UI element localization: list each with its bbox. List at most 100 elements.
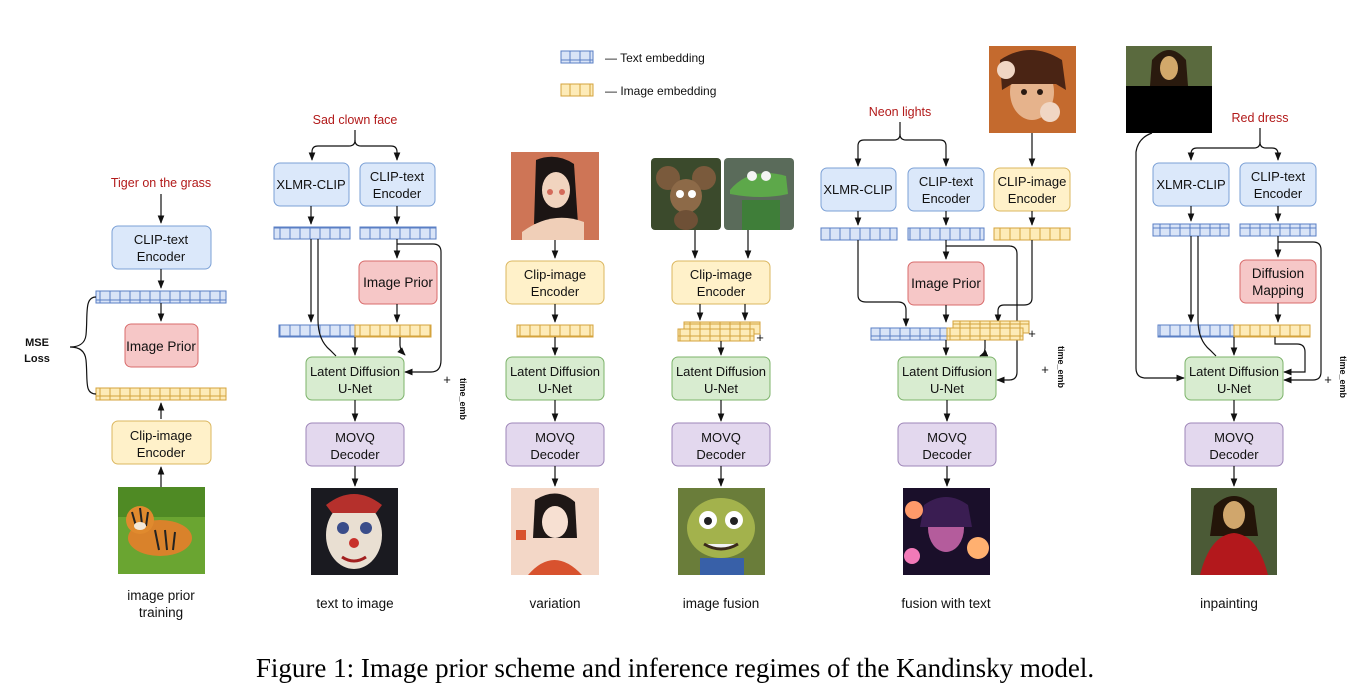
image-embedding-vector <box>516 324 594 338</box>
svg-text:Image Prior: Image Prior <box>363 275 433 290</box>
prompt-text: Sad clown face <box>313 113 398 127</box>
caption-text-to-image: text to image <box>316 596 393 611</box>
tiger-photo <box>118 487 205 574</box>
svg-text:Encoder: Encoder <box>373 186 422 201</box>
image-embedding-vector <box>95 387 227 401</box>
text-embedding-concat <box>870 327 948 341</box>
svg-text:Decoder: Decoder <box>530 447 580 462</box>
svg-text:MSE: MSE <box>25 337 49 349</box>
svg-text:Clip-image: Clip-image <box>524 267 586 282</box>
svg-text:Latent Diffusion: Latent Diffusion <box>676 364 766 379</box>
image-embedding-concat <box>1233 324 1311 338</box>
svg-text:CLIP-text: CLIP-text <box>370 169 425 184</box>
svg-text:Diffusion: Diffusion <box>1252 266 1304 281</box>
prompt-text: Tiger on the grass <box>111 176 211 190</box>
svg-text:Encoder: Encoder <box>1008 191 1057 206</box>
image-embedding-vector-2 <box>677 328 755 342</box>
svg-text:XLMR-CLIP: XLMR-CLIP <box>276 177 345 192</box>
woman-painting <box>511 152 599 240</box>
svg-text:Decoder: Decoder <box>696 447 746 462</box>
text-embedding-vector <box>95 290 227 304</box>
image-prior-box <box>358 260 438 305</box>
text-embedding-concat <box>278 324 356 338</box>
svg-text:Clip-image: Clip-image <box>690 267 752 282</box>
svg-text:U-Net: U-Net <box>930 381 964 396</box>
svg-text:Encoder: Encoder <box>137 249 186 264</box>
svg-text:Image Prior: Image Prior <box>126 339 196 354</box>
svg-text:CLIP-text: CLIP-text <box>134 232 189 247</box>
clip-text-embedding <box>359 226 437 240</box>
caption-variation: variation <box>529 596 580 611</box>
svg-text:+: + <box>443 372 451 387</box>
clown-photo <box>311 488 398 575</box>
svg-text:time_emb: time_emb <box>1056 346 1066 389</box>
svg-text:Encoder: Encoder <box>697 284 746 299</box>
svg-text:Latent Diffusion: Latent Diffusion <box>902 364 992 379</box>
clip-text-embedding <box>1239 223 1317 237</box>
svg-text:MOVQ: MOVQ <box>701 430 741 445</box>
prompt-text: Red dress <box>1232 111 1289 125</box>
masked-mona-lisa <box>1126 46 1212 133</box>
svg-text:training: training <box>139 605 183 620</box>
image-prior-box <box>124 323 199 368</box>
legend-image-embedding-swatch <box>560 83 594 97</box>
neon-woman-photo <box>903 488 990 575</box>
svg-text:Encoder: Encoder <box>137 445 186 460</box>
clip-image-encoder-box <box>111 420 212 465</box>
svg-text:time_emb: time_emb <box>458 378 468 421</box>
text-embedding-concat <box>1157 324 1235 338</box>
mse-brace <box>69 296 97 395</box>
caption-inpainting: inpainting <box>1200 596 1258 611</box>
svg-text:CLIP-text: CLIP-text <box>1251 169 1306 184</box>
svg-text:MOVQ: MOVQ <box>927 430 967 445</box>
legend: — Text embedding — Image embedding <box>560 50 716 98</box>
prompt-text: Neon lights <box>869 105 932 119</box>
legend-image-embedding-label: — Image embedding <box>605 84 716 98</box>
svg-text:XLMR-CLIP: XLMR-CLIP <box>1156 177 1225 192</box>
svg-text:Decoder: Decoder <box>922 447 972 462</box>
crocodile-photo <box>724 158 794 230</box>
caption-image-prior-training: image prior <box>127 588 195 603</box>
legend-text-embedding-label: — Text embedding <box>605 51 705 65</box>
clip-text-embedding <box>907 227 985 241</box>
svg-text:U-Net: U-Net <box>538 381 572 396</box>
panel-image-prior-training: Tiger on the grass CLIP-text Encoder Ima… <box>24 176 227 620</box>
figure-caption: Figure 1: Image prior scheme and inferen… <box>256 653 1094 683</box>
cheburashka-photo <box>651 158 721 230</box>
xlmr-text-embedding <box>820 227 898 241</box>
panel-fusion-with-text: Neon lights XLMR-CLIP CLIP-text Encoder … <box>820 46 1076 611</box>
svg-text:Decoder: Decoder <box>330 447 380 462</box>
flower-woman-photo <box>989 46 1076 133</box>
clip-image-embedding <box>993 227 1071 241</box>
image-embedding-concat <box>354 324 432 338</box>
svg-text:U-Net: U-Net <box>704 381 738 396</box>
svg-text:Clip-image: Clip-image <box>130 428 192 443</box>
woman-illustration <box>511 488 599 575</box>
panel-inpainting: Red dress XLMR-CLIP CLIP-text Encoder Di… <box>1126 46 1348 611</box>
caption-fusion-with-text: fusion with text <box>901 596 991 611</box>
svg-text:CLIP-text: CLIP-text <box>919 174 974 189</box>
xlmr-text-embedding <box>1152 223 1230 237</box>
svg-text:Decoder: Decoder <box>1209 447 1259 462</box>
svg-text:MOVQ: MOVQ <box>1214 430 1254 445</box>
svg-text:Image Prior: Image Prior <box>911 276 981 291</box>
panel-variation: Clip-image Encoder Latent Diffusion U-Ne… <box>505 152 605 611</box>
svg-text:CLIP-image: CLIP-image <box>998 174 1067 189</box>
svg-text:U-Net: U-Net <box>338 381 372 396</box>
panel-text-to-image: Sad clown face XLMR-CLIP CLIP-text Encod… <box>273 113 468 611</box>
image-embedding-concat-2 <box>946 327 1024 341</box>
svg-text:+: + <box>1041 362 1049 377</box>
svg-text:Latent Diffusion: Latent Diffusion <box>1189 364 1279 379</box>
svg-text:Latent Diffusion: Latent Diffusion <box>310 364 400 379</box>
svg-text:Latent Diffusion: Latent Diffusion <box>510 364 600 379</box>
fused-creature <box>678 488 765 575</box>
svg-text:U-Net: U-Net <box>1217 381 1251 396</box>
svg-text:Mapping: Mapping <box>1252 283 1304 298</box>
clip-image-encoder-box <box>671 260 771 305</box>
svg-text:Encoder: Encoder <box>1254 186 1303 201</box>
xlmr-text-embedding <box>273 226 351 240</box>
panel-image-fusion: Clip-image Encoder + Latent Diffusion U-… <box>651 158 794 611</box>
mona-lisa-red-dress <box>1191 488 1277 575</box>
svg-text:Loss: Loss <box>24 353 50 365</box>
